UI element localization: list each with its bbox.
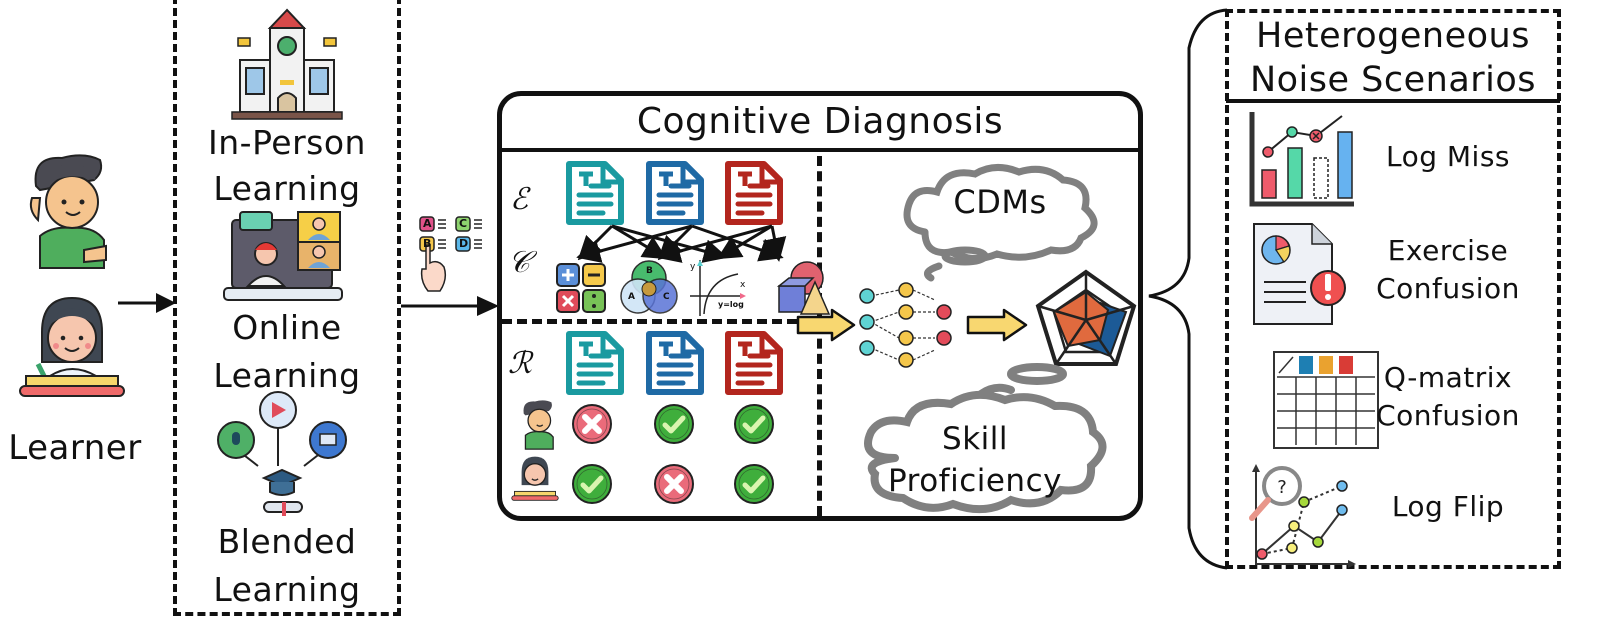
exercise-confusion-line1: Exercise bbox=[1387, 234, 1509, 267]
radar-chart-icon bbox=[1035, 269, 1137, 366]
log-flip-label: Log Flip bbox=[1391, 490, 1505, 523]
in-person-learning-label: In-Person Learning bbox=[180, 120, 394, 212]
school-building-icon bbox=[231, 8, 343, 120]
response-document-icon-3 bbox=[725, 331, 783, 395]
q-matrix-confusion-label: Q-matrix Confusion bbox=[1368, 359, 1528, 435]
noise-title-line2: Noise Scenarios bbox=[1249, 60, 1537, 100]
venn-diagram-icon: A B C bbox=[618, 258, 680, 318]
boy-student-icon bbox=[29, 154, 107, 269]
correct-mark-icon bbox=[654, 404, 694, 444]
cognitive-diagnosis-panel bbox=[497, 91, 1143, 521]
cd-vertical-divider bbox=[817, 156, 822, 516]
wrong-mark-icon bbox=[572, 404, 612, 444]
venn-label-c: C bbox=[663, 292, 670, 302]
cd-title-divider bbox=[500, 148, 1140, 152]
graph-fn-label: y=log bbox=[718, 300, 744, 309]
response-document-icon-1 bbox=[566, 331, 624, 395]
response-girl-avatar bbox=[511, 456, 559, 501]
graph-x-label: x bbox=[740, 280, 746, 290]
cdms-label: CDMs bbox=[953, 183, 1047, 221]
curly-brace bbox=[1148, 8, 1228, 570]
noise-title-line1: Heterogeneous bbox=[1256, 16, 1530, 56]
quiz-option-d: D bbox=[459, 237, 469, 250]
cognitive-diagnosis-title: Cognitive Diagnosis bbox=[636, 101, 1004, 142]
flipped-line-chart-icon: ? bbox=[1249, 464, 1356, 568]
exercise-confusion-line2: Confusion bbox=[1376, 272, 1520, 305]
quiz-option-a: A bbox=[423, 217, 432, 230]
correct-mark-icon bbox=[734, 464, 774, 504]
exercise-document-icon-2 bbox=[646, 161, 704, 225]
graph-y-label: y bbox=[690, 262, 696, 272]
cdms-thought-cloud bbox=[903, 164, 1098, 282]
correct-mark-icon bbox=[734, 404, 774, 444]
blended-line2: Learning bbox=[213, 570, 361, 609]
q-matrix-line2: Confusion bbox=[1376, 399, 1520, 432]
exercise-concept-links bbox=[576, 224, 787, 263]
exercise-document-icon-1 bbox=[566, 161, 624, 225]
in-person-line1: In-Person bbox=[208, 123, 366, 162]
learner-label: Learner bbox=[8, 428, 142, 468]
cd-horizontal-divider bbox=[502, 319, 812, 324]
neural-network-icon bbox=[859, 282, 952, 368]
skill-line1: Skill bbox=[942, 421, 1008, 457]
online-line2: Learning bbox=[213, 356, 361, 395]
modes-to-diagnosis-arrow bbox=[401, 296, 499, 316]
document-warning-icon bbox=[1253, 223, 1346, 325]
concept-symbol: 𝒞 bbox=[508, 245, 530, 280]
venn-label-a: A bbox=[628, 292, 635, 302]
q-matrix-line1: Q-matrix bbox=[1383, 361, 1513, 394]
bar-chart-missing-icon bbox=[1249, 112, 1354, 207]
in-person-line2: Learning bbox=[213, 169, 361, 208]
response-symbol: ℛ bbox=[508, 346, 532, 381]
noise-scenarios-title: Heterogeneous Noise Scenarios bbox=[1228, 14, 1558, 102]
blended-line1: Blended bbox=[217, 522, 357, 561]
arithmetic-icon bbox=[556, 263, 606, 313]
online-line1: Online bbox=[232, 308, 342, 347]
cdm-to-radar-arrow bbox=[966, 308, 1028, 342]
wrong-mark-icon bbox=[654, 464, 694, 504]
venn-label-b: B bbox=[646, 266, 653, 276]
learning-modes-box bbox=[173, 0, 401, 616]
graduation-media-icon bbox=[217, 391, 347, 516]
quiz-option-b: B bbox=[423, 237, 432, 250]
concepts-to-cdm-arrow bbox=[796, 308, 856, 342]
exercise-confusion-label: Exercise Confusion bbox=[1368, 232, 1528, 308]
exercise-document-icon-3 bbox=[725, 161, 783, 225]
response-document-icon-2 bbox=[646, 331, 704, 395]
response-boy-avatar bbox=[523, 400, 554, 450]
noise-scenarios-box bbox=[1225, 9, 1561, 569]
skill-line2: Proficiency bbox=[888, 463, 1062, 499]
quiz-option-c: C bbox=[459, 217, 468, 230]
girl-student-icon bbox=[19, 296, 125, 397]
geometry-shapes-icon bbox=[776, 261, 831, 315]
exercise-symbol: ℰ bbox=[510, 182, 529, 217]
log-graph-icon: y x y=log bbox=[690, 260, 750, 316]
video-conference-laptop-icon bbox=[223, 211, 343, 301]
learner-to-modes-arrow bbox=[118, 293, 176, 313]
online-learning-label: Online Learning bbox=[180, 304, 394, 400]
skill-proficiency-label: Skill Proficiency bbox=[875, 418, 1075, 502]
skill-proficiency-cloud bbox=[864, 363, 1107, 514]
quiz-choice-icon: A B C D bbox=[418, 215, 488, 295]
q-matrix-grid-icon bbox=[1273, 351, 1379, 449]
svg-text:?: ? bbox=[1277, 477, 1287, 498]
log-miss-label: Log Miss bbox=[1385, 140, 1511, 173]
noise-title-divider bbox=[1226, 99, 1560, 103]
correct-mark-icon bbox=[572, 464, 612, 504]
blended-learning-label: Blended Learning bbox=[180, 518, 394, 614]
